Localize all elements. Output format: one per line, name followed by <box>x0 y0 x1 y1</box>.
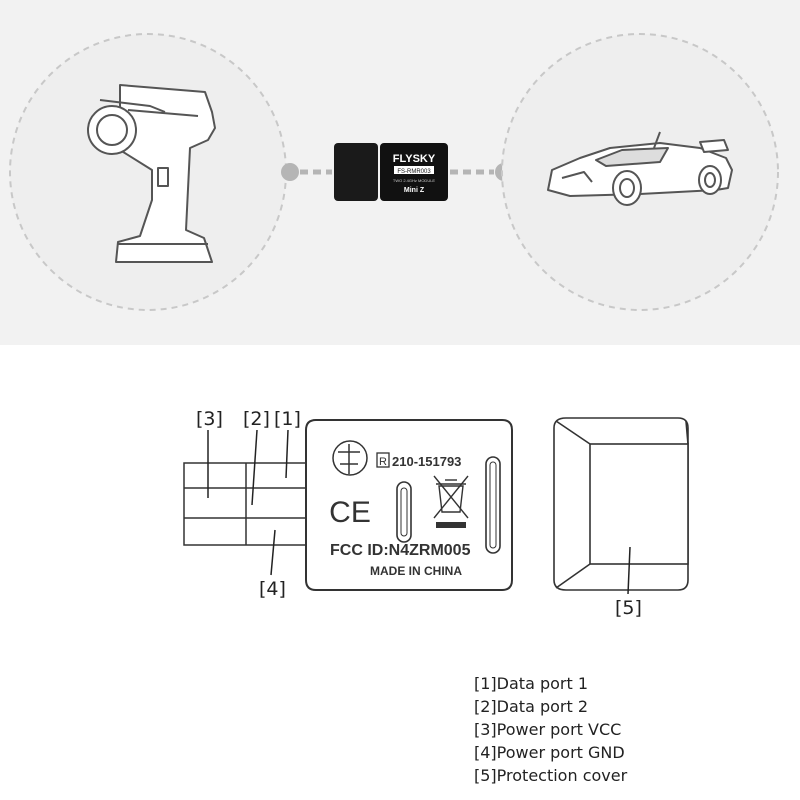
protection-cover <box>553 417 689 591</box>
telec-certification-icon <box>332 440 368 476</box>
callout-3-label: [3] <box>196 408 223 430</box>
legend-item-1: [1]Data port 1 <box>474 674 589 693</box>
callout-2-line <box>251 429 258 506</box>
callout-5-label: [5] <box>615 597 642 619</box>
module-subtitle: TWO 2.4GHz MODULE <box>393 178 436 183</box>
weee-bar <box>436 522 466 528</box>
port-diagram: R 210-151793 CE FCC ID:N4ZRM005 MADE IN … <box>183 408 689 619</box>
left-connector-dot <box>281 163 299 181</box>
usb-c-port <box>396 481 412 543</box>
fcc-id: FCC ID:N4ZRM005 <box>330 542 471 559</box>
usb-plug <box>183 462 307 546</box>
module-model: FS-RMR003 <box>397 169 431 175</box>
callout-2-label: [2] <box>243 408 270 430</box>
callout-1-label: [1] <box>274 408 301 430</box>
callout-4-label: [4] <box>259 578 286 600</box>
legend-item-3: [3]Power port VCC <box>474 720 622 739</box>
side-slot <box>485 456 501 554</box>
port-legend: [1]Data port 1 [2]Data port 2 [3]Power p… <box>474 672 627 787</box>
callout-1-line <box>285 429 289 479</box>
transmitter-icon <box>87 84 216 263</box>
registered-mark: R <box>379 456 387 468</box>
ce-mark: CE <box>329 496 371 529</box>
device-body: R 210-151793 CE FCC ID:N4ZRM005 MADE IN … <box>305 419 513 591</box>
callout-4-line <box>270 529 276 576</box>
module-brand: FLYSKY <box>393 153 436 165</box>
cert-code: 210-151793 <box>392 454 461 469</box>
car-icon <box>547 131 733 206</box>
origin-text: MADE IN CHINA <box>370 564 462 578</box>
legend-item-5: [5]Protection cover <box>474 766 628 785</box>
module-illustration: FLYSKY FS-RMR003 TWO 2.4GHz MODULE Mini … <box>334 143 448 201</box>
module-mark: Mini Z <box>404 187 425 194</box>
transmitter-circle <box>9 33 287 311</box>
weee-bin-icon <box>433 475 469 519</box>
connection-illustration: FLYSKY FS-RMR003 TWO 2.4GHz MODULE Mini … <box>9 33 779 311</box>
callout-5-line <box>627 546 631 595</box>
legend-item-4: [4]Power port GND <box>474 743 625 762</box>
legend-item-2: [2]Data port 2 <box>474 697 589 716</box>
top-illustration-panel: FLYSKY FS-RMR003 TWO 2.4GHz MODULE Mini … <box>0 0 800 345</box>
registered-mark-box <box>376 452 390 468</box>
